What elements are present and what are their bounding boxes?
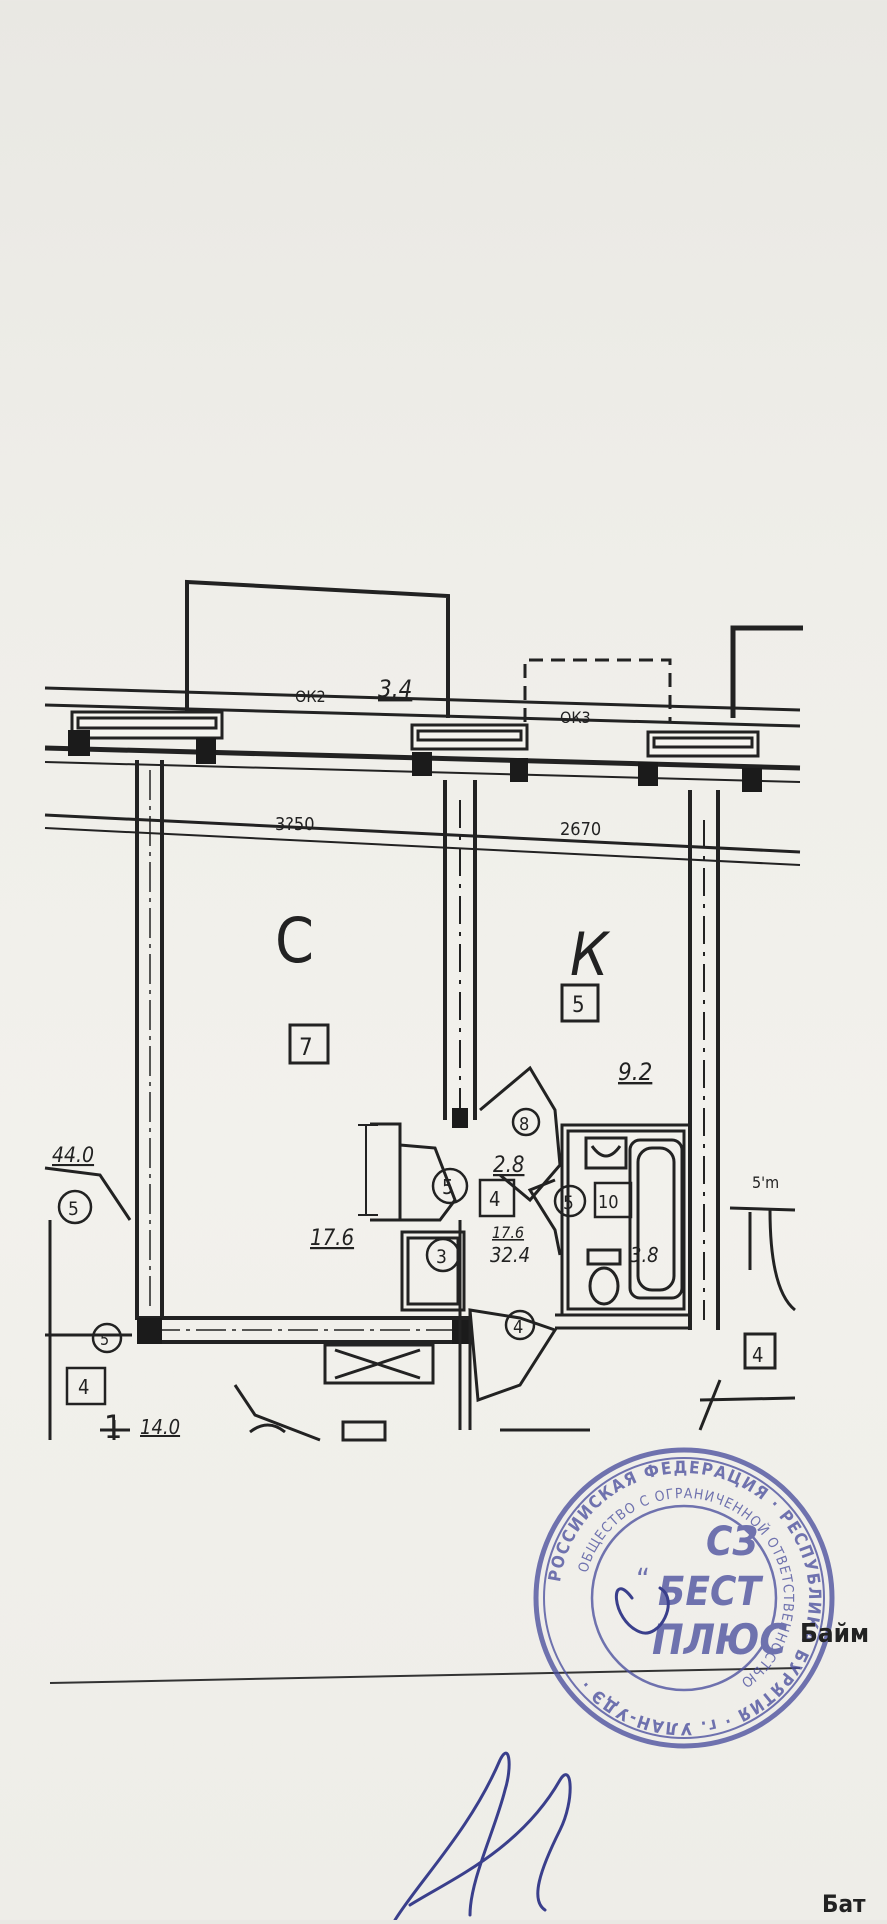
living-room-letter: С [275, 904, 314, 977]
neighbor-row-number: 1 [104, 1408, 122, 1446]
circle-tag-1 [431, 1167, 469, 1205]
sink [584, 1136, 628, 1170]
hall-tag-box-text: 4 [489, 1187, 500, 1211]
hall-dimension [358, 1124, 378, 1216]
living-room-tag-box [288, 1023, 330, 1065]
neighbor-circle-tag-2-text: 5 [100, 1330, 109, 1349]
bathtub [628, 1138, 684, 1300]
signer-name-bottom: Бат [822, 1890, 866, 1918]
window-frames [70, 710, 760, 758]
total-living-area: 17.6 [492, 1223, 524, 1242]
bath-tag-box-text: 10 [598, 1192, 619, 1213]
company-stamp: РОССИЙСКАЯ ФЕДЕРАЦИЯ · РЕСПУБЛИКА БУРЯТИ… [533, 1447, 835, 1749]
bottom-fragment [233, 1343, 722, 1442]
bath-tag-box [593, 1181, 633, 1219]
right-dimension-label: 5'm [752, 1173, 779, 1192]
kitchen-tag: 5 [572, 993, 585, 1018]
wall-corner-blocks [137, 1108, 472, 1344]
circle-tag-2 [425, 1237, 461, 1273]
neighbor-area-top: 44.0 [52, 1143, 94, 1167]
neighbor-circle-tag-2 [91, 1322, 123, 1354]
hall-area: 2.8 [493, 1153, 524, 1178]
wall-posts [68, 730, 762, 792]
toilet [586, 1248, 622, 1306]
living-room-tag: 7 [299, 1033, 313, 1061]
kitchen-dimension: 2670 [560, 819, 601, 840]
bath-area: 3.8 [630, 1243, 659, 1267]
hall-circle-tag [511, 1107, 541, 1137]
kitchen-area: 9.2 [618, 1058, 652, 1086]
neighbor-circle-tag-text: 5 [68, 1198, 79, 1220]
living-room-dimension: 3?50 [275, 814, 315, 835]
signature-line [49, 1667, 801, 1684]
circle-tag-1-text: 5 [442, 1175, 453, 1199]
kitchen-tag-box [560, 983, 600, 1023]
window-dashed-outline [523, 658, 672, 722]
circle-tag-3 [504, 1309, 536, 1341]
neighbor-circle-tag [57, 1189, 93, 1225]
balcony-area: 3.4 [378, 675, 412, 703]
svg-text:“: “ [636, 1563, 650, 1598]
neighbor-area-bottom: 14.0 [140, 1415, 180, 1439]
circle-tag-2-text: 3 [436, 1246, 447, 1268]
neighbor-tag-box [65, 1366, 107, 1406]
right-fragment [699, 1206, 796, 1402]
balcony-outline [185, 579, 803, 718]
balcony-window-label: ОК2 [295, 687, 326, 706]
kitchen-letter: К [570, 920, 611, 990]
neighbor-tag-box-text: 4 [78, 1375, 89, 1399]
hall-circle-tag-text: 8 [519, 1114, 529, 1135]
svg-text:ПЛЮС: ПЛЮС [652, 1615, 787, 1664]
svg-text:БЕСТ: БЕСТ [658, 1569, 763, 1615]
hall-tag-box [478, 1178, 516, 1218]
total-area: 32.4 [490, 1243, 530, 1267]
bath-circle-tag-text: 5 [563, 1192, 574, 1214]
bathroom-walls [555, 1123, 692, 1330]
handwritten-signature [393, 1586, 670, 1922]
window-label-2: ОК3 [560, 708, 591, 727]
left-neighbor [44, 1166, 132, 1440]
right-tag-box-text: 4 [752, 1343, 763, 1367]
svg-text:СЗ: СЗ [706, 1519, 758, 1565]
bath-circle-tag [553, 1184, 587, 1218]
signer-name-top: Байм [800, 1619, 869, 1649]
living-room-area: 17.6 [310, 1226, 354, 1251]
circle-tag-3-text: 4 [513, 1317, 523, 1338]
